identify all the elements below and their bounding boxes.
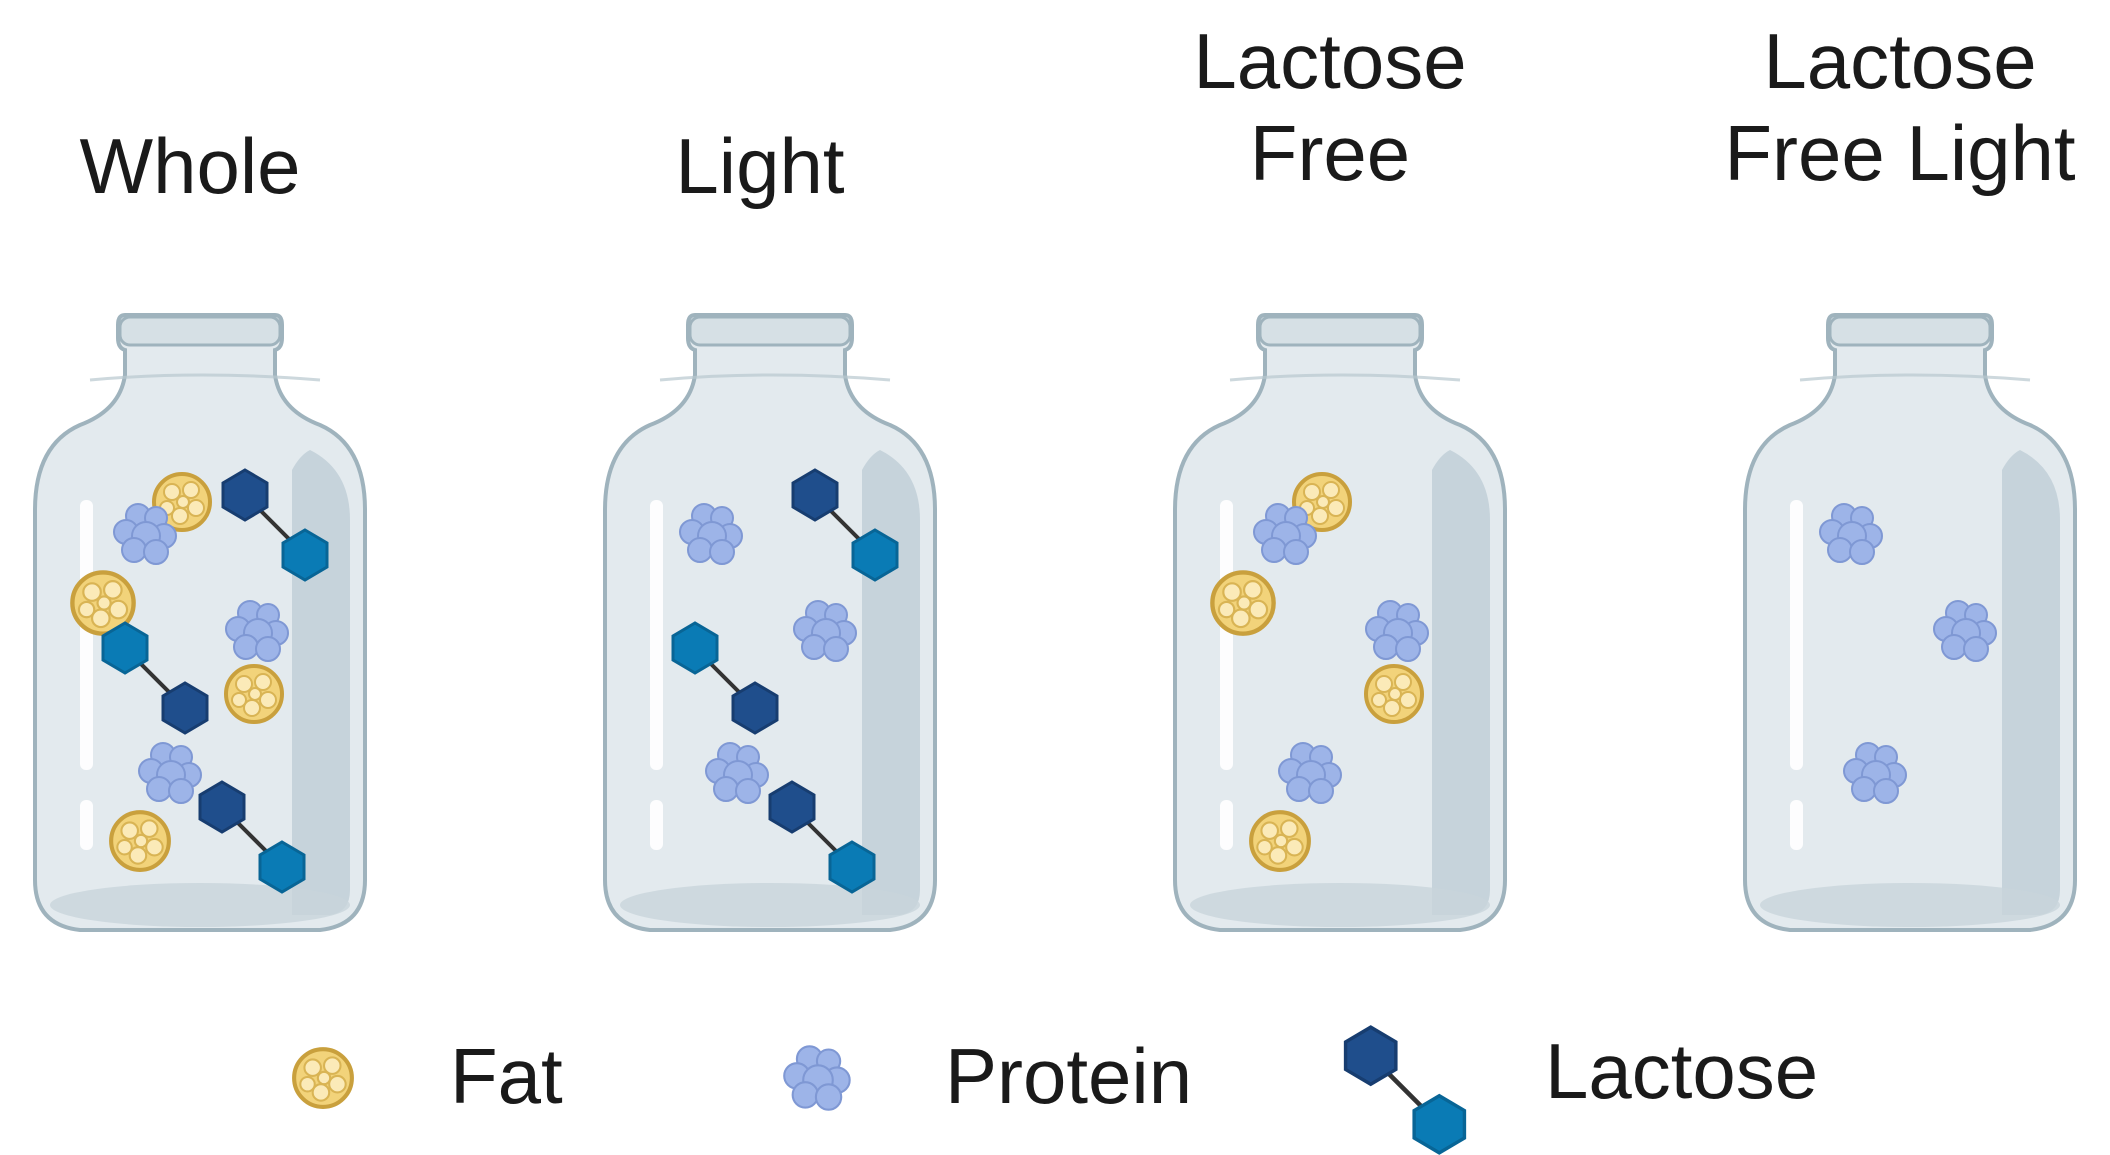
fat-molecule: [1212, 572, 1273, 633]
jar-title-whole: Whole: [79, 122, 301, 210]
legend-protein-label: Protein: [945, 1032, 1193, 1120]
legend-lactose-label: Lactose: [1545, 1027, 1819, 1115]
legend-fat-label: Fat: [450, 1032, 563, 1120]
legend-fat-icon: [294, 1049, 352, 1107]
jar-title-light: Light: [675, 122, 845, 210]
jar-lactose-free-light: [1743, 313, 2077, 932]
fat-molecule: [1364, 664, 1424, 724]
fat-molecule: [224, 664, 284, 724]
legend-protein-icon: [783, 1045, 851, 1111]
jar-whole: [33, 313, 367, 932]
jar-light: [603, 313, 937, 932]
jar-title-lactose-free-light: Lactose Free Light: [1724, 17, 2076, 197]
jar-lactose-free: [1173, 313, 1507, 932]
fat-molecule: [111, 812, 169, 870]
fat-molecule: [1251, 812, 1309, 870]
legend-lactose-icon: [1346, 1027, 1465, 1153]
jar-title-lactose-free: Lactose Free: [1193, 17, 1467, 197]
